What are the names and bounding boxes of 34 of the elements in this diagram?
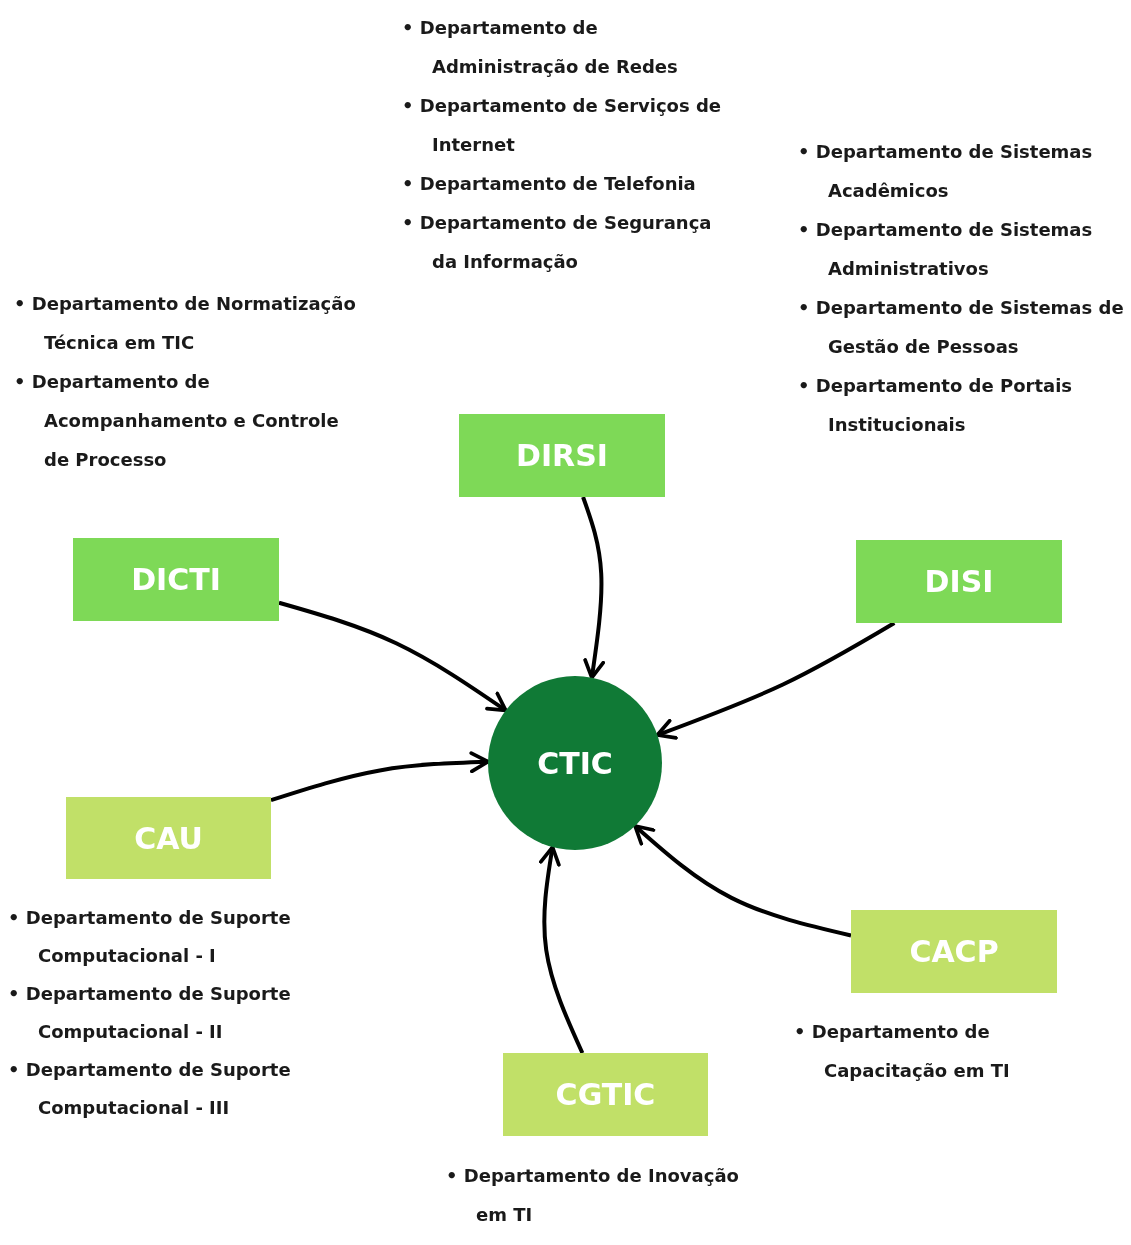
department-item: • Departamento de Serviços de Internet	[402, 94, 723, 157]
department-item: • Departamento de Suporte Computacional - I	[8, 906, 292, 968]
department-item: • Departamento de Sistemas de Gestão de Pessoas	[798, 296, 1125, 359]
department-box	[459, 414, 665, 497]
node-label: DICTI	[131, 562, 221, 597]
department-item: • Departamento de Acompanhamento e Controle de Processo	[14, 370, 340, 472]
node-label: CAU	[134, 820, 203, 856]
department-item: • Departamento de Normatização Técnica em TIC	[14, 292, 357, 355]
arrow	[270, 751, 490, 803]
department-box	[851, 910, 1057, 993]
node-label: CGTIC	[555, 1077, 656, 1112]
department-box	[503, 1053, 708, 1136]
arrow	[633, 824, 852, 938]
department-item: • Departamento de Inovação em TI	[446, 1164, 740, 1227]
department-item: • Departamento de Capacitação em TI	[794, 1020, 1011, 1083]
department-item: • Departamento de Telefonia	[402, 172, 697, 196]
department-item: • Departamento de Administração de Redes	[402, 16, 679, 79]
department-item: • Departamento de Segurança da Informação	[402, 211, 713, 274]
node-label: CACP	[909, 934, 999, 969]
arrow	[655, 621, 896, 740]
arrow	[278, 600, 508, 713]
department-item: • Departamento de Suporte Computacional - III	[8, 1058, 292, 1120]
department-item: • Departamento de Suporte Computacional - II	[8, 982, 292, 1044]
department-box	[66, 797, 271, 879]
node-label: CTIC	[537, 745, 613, 781]
node-label: DISI	[924, 564, 994, 599]
arrow	[581, 496, 606, 680]
department-box	[856, 540, 1062, 623]
node-label: DIRSI	[516, 438, 608, 473]
department-item: • Departamento de Sistemas Acadêmicos	[798, 140, 1094, 203]
arrow	[539, 845, 585, 1054]
department-box	[73, 538, 279, 621]
department-item: • Departamento de Portais Institucionais	[798, 374, 1074, 437]
department-item: • Departamento de Sistemas Administrativos	[798, 218, 1094, 281]
